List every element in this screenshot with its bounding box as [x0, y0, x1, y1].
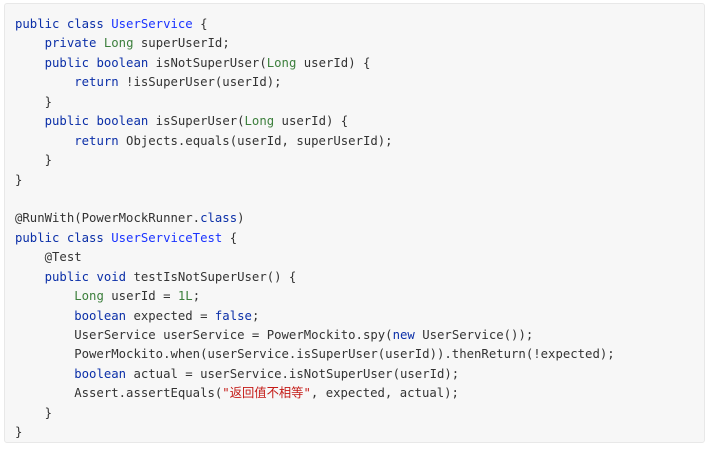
code-token: [15, 114, 45, 128]
code-line: public class UserServiceTest {: [15, 229, 615, 248]
code-token: @RunWith(PowerMockRunner.: [15, 211, 201, 226]
code-token: [15, 56, 45, 70]
code-token: actual = userService.isNotSuperUser(user…: [126, 366, 460, 381]
code-line: }: [15, 171, 615, 190]
code-token: boolean: [74, 308, 127, 323]
code-token: class: [200, 211, 238, 226]
code-token: expected =: [126, 308, 215, 323]
code-line: Assert.assertEquals("返回值不相等", expected, …: [15, 384, 615, 403]
code-line: @Test: [15, 248, 615, 267]
code-line: }: [15, 151, 615, 170]
code-line: UserService userService = PowerMockito.s…: [15, 326, 615, 345]
code-token: public class: [15, 17, 112, 31]
code-token: }: [15, 405, 53, 420]
code-token: [15, 309, 74, 323]
code-token: public boolean: [44, 114, 149, 129]
code-line: }: [15, 404, 615, 423]
code-token: isSuperUser(: [148, 114, 245, 129]
code-token: , expected, actual);: [310, 386, 459, 401]
code-line: public void testIsNotSuperUser() {: [15, 268, 615, 287]
code-line: public class UserService {: [15, 15, 615, 34]
code-token: [15, 289, 74, 303]
code-line: }: [15, 93, 615, 112]
code-token: userId) {: [296, 55, 371, 70]
code-token: superUserId;: [133, 36, 230, 51]
code-line: public boolean isNotSuperUser(Long userI…: [15, 54, 615, 73]
code-token: }: [15, 153, 53, 168]
code-line: @RunWith(PowerMockRunner.class): [15, 209, 615, 228]
code-token: public boolean: [44, 55, 149, 70]
code-line: [15, 190, 615, 209]
code-token: Long: [266, 55, 297, 70]
code-token: return: [74, 133, 119, 148]
code-token: public class: [15, 230, 112, 245]
code-token: private: [44, 36, 104, 51]
code-token: new: [392, 328, 415, 342]
code-token: @Test: [15, 250, 82, 265]
code-line: return Objects.equals(userId, superUserI…: [15, 132, 615, 151]
code-line: private Long superUserId;: [15, 34, 615, 53]
code-token: PowerMockito.when(userService.isSuperUse…: [15, 347, 615, 362]
code-token: }: [15, 94, 53, 109]
code-token: public void: [44, 269, 127, 284]
code-token: UserServiceTest: [111, 230, 223, 245]
code-token: Long: [244, 114, 275, 129]
code-line: }: [15, 423, 615, 442]
code-lines: public class UserService { private Long …: [15, 15, 615, 443]
code-line: PowerMockito.when(userService.isSuperUse…: [15, 345, 615, 364]
code-token: Long: [103, 36, 134, 51]
code-line: return !isSuperUser(userId);: [15, 73, 615, 92]
code-token: Long: [74, 289, 104, 304]
code-token: 1L: [177, 289, 193, 304]
code-token: UserService: [111, 17, 193, 31]
code-token: ;: [192, 289, 201, 304]
code-token: UserService userService = PowerMockito.s…: [15, 328, 393, 342]
code-token: ): [237, 211, 245, 226]
code-token: ;: [251, 308, 260, 323]
code-token: [15, 270, 45, 284]
code-token: userId =: [103, 289, 178, 304]
code-line: boolean actual = userService.isNotSuperU…: [15, 365, 615, 384]
code-token: testIsNotSuperUser() {: [126, 269, 297, 284]
code-token: boolean: [74, 366, 127, 381]
code-token: [15, 367, 74, 381]
code-token: isNotSuperUser(: [148, 55, 267, 70]
code-token: }: [15, 425, 23, 440]
code-token: [15, 134, 74, 148]
code-token: {: [222, 230, 238, 245]
code-token: return: [74, 75, 119, 90]
code-token: Assert.assertEquals(: [15, 386, 223, 401]
code-token: [15, 75, 74, 89]
code-token: userId) {: [274, 114, 349, 129]
code-token: !isSuperUser(userId);: [118, 75, 282, 90]
code-token: UserService());: [414, 328, 534, 342]
code-token: "返回值不相等": [222, 386, 311, 401]
code-line: public boolean isSuperUser(Long userId) …: [15, 112, 615, 131]
code-token: [15, 36, 45, 50]
code-token: Objects.equals(userId, superUserId);: [118, 133, 393, 148]
code-token: false: [214, 308, 252, 323]
code-token: }: [15, 172, 23, 187]
code-line: boolean expected = false;: [15, 307, 615, 326]
code-block: public class UserService { private Long …: [4, 3, 705, 443]
code-token: {: [192, 17, 208, 31]
code-line: Long userId = 1L;: [15, 287, 615, 306]
